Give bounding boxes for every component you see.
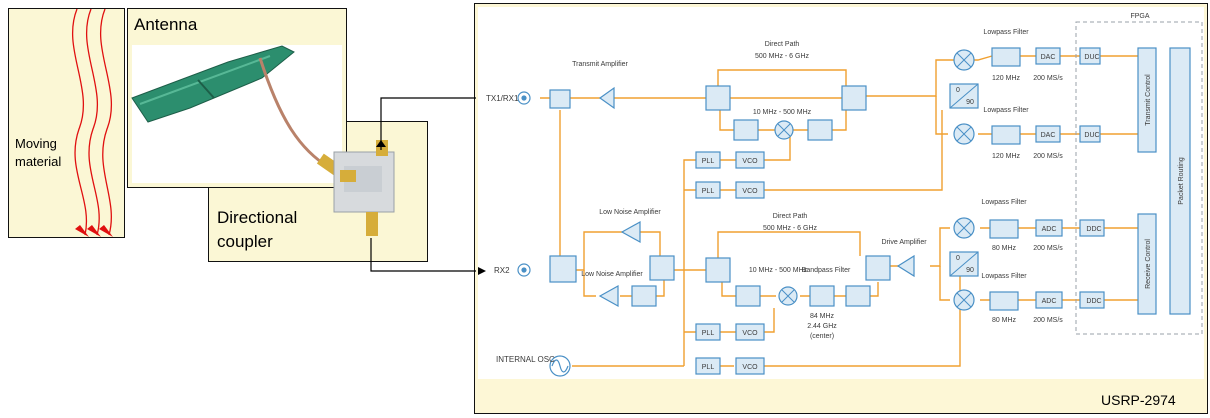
lna2-label: Low Noise Amplifier (581, 271, 643, 278)
adc-1-label: ADC (1042, 226, 1057, 233)
pll-1-label: PLL (702, 158, 715, 165)
port-osc-label: INTERNAL OSC (496, 355, 555, 364)
phase-0-tx: 0 (956, 87, 960, 94)
lowpass-tx1-label: Lowpass Filter (983, 29, 1029, 36)
phase-90-rx: 90 (966, 267, 974, 274)
port-rx2-label: RX2 (494, 266, 510, 275)
tx-cutoff-2: 120 MHz (992, 153, 1021, 160)
dac-rate-1: 200 MS/s (1033, 75, 1063, 82)
bandpass-info-1: 84 MHz (810, 313, 835, 320)
tx-filter-band-label: 10 MHz - 500 MHz (753, 109, 812, 116)
fpga-label: FPGA (1130, 13, 1149, 20)
receive-control-label: Receive Control (1145, 239, 1152, 289)
bandpass-filter-label: Bandpass Filter (802, 267, 851, 274)
direct-path-rx-range: 500 MHz - 6 GHz (763, 225, 818, 232)
adc-2-label: ADC (1042, 298, 1057, 305)
vco-3-label: VCO (742, 330, 758, 337)
lowpass-tx2-label: Lowpass Filter (983, 107, 1029, 114)
transmit-control-label: Transmit Control (1145, 74, 1152, 126)
vco-1-label: VCO (742, 158, 758, 165)
port-txrx1-label: TX1/RX1 (486, 94, 519, 103)
direct-path-tx-range: 500 MHz - 6 GHz (755, 53, 810, 60)
rx-cutoff-2: 80 MHz (992, 317, 1017, 324)
dac-rate-2: 200 MS/s (1033, 153, 1063, 160)
ddc-2-label: DDC (1086, 298, 1101, 305)
lowpass-rx1-label: Lowpass Filter (981, 199, 1027, 206)
vco-2-label: VCO (742, 188, 758, 195)
vco-4-label: VCO (742, 364, 758, 371)
low-noise-amplifier-label: Low Noise Amplifier (599, 209, 661, 216)
packet-routing-label: Packet Routing (1178, 157, 1185, 205)
bandpass-info-3: (center) (810, 333, 834, 340)
dac-1-label: DAC (1041, 54, 1056, 61)
tx-cutoff-1: 120 MHz (992, 75, 1021, 82)
phase-90-tx: 90 (966, 99, 974, 106)
duc-1-label: DUC (1084, 54, 1099, 61)
adc-rate-2: 200 MS/s (1033, 317, 1063, 324)
ddc-1-label: DDC (1086, 226, 1101, 233)
transmit-amplifier-label: Transmit Amplifier (572, 61, 628, 68)
pll-4-label: PLL (702, 364, 715, 371)
duc-2-label: DUC (1084, 132, 1099, 139)
rx-cutoff-1: 80 MHz (992, 245, 1017, 252)
direct-path-rx-label: Direct Path (773, 213, 808, 220)
pll-2-label: PLL (702, 188, 715, 195)
direct-path-tx-label: Direct Path (765, 41, 800, 48)
drive-amplifier-label: Drive Amplifier (881, 239, 927, 246)
rx-band-label: 10 MHz - 500 MHz (749, 267, 808, 274)
pll-3-label: PLL (702, 330, 715, 337)
adc-rate-1: 200 MS/s (1033, 245, 1063, 252)
dac-2-label: DAC (1041, 132, 1056, 139)
lowpass-rx2-label: Lowpass Filter (981, 273, 1027, 280)
phase-0-rx: 0 (956, 255, 960, 262)
bandpass-info-2: 2.44 GHz (807, 323, 837, 330)
